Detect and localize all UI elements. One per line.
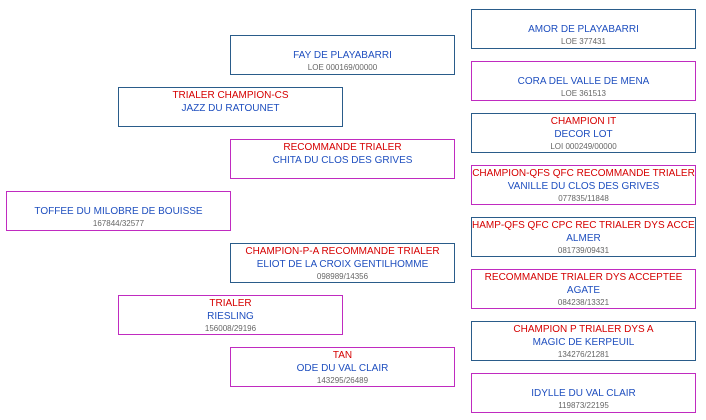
dam-dam-name: ODE DU VAL CLAIR [296, 363, 389, 374]
gg6-registration: 084238/13321 [557, 298, 610, 307]
dam-title: TRIALER [209, 298, 252, 309]
pedigree-gg6-card[interactable]: RECOMMANDE TRIALER DYS ACCEPTEE AGATE 08… [471, 269, 696, 309]
pedigree-dam-dam-card[interactable]: TAN ODE DU VAL CLAIR 143295/26489 [230, 347, 455, 387]
pedigree-sire-sire-card[interactable]: FAY DE PLAYABARRI LOE 000169/00000 [230, 35, 455, 75]
dam-name: RIESLING [207, 311, 254, 322]
gg4-registration: 077835/11848 [558, 194, 609, 203]
sire-name: JAZZ DU RATOUNET [181, 103, 280, 114]
dam-sire-registration: 098989/14356 [316, 272, 369, 281]
gg2-name: CORA DEL VALLE DE MENA [517, 76, 650, 87]
gg5-title: HAMP-QFS QFC CPC REC TRIALER DYS ACCEPTE [472, 220, 696, 231]
sire-title: TRIALER CHAMPION-CS [172, 90, 289, 101]
pedigree-sire-dam-card[interactable]: RECOMMANDE TRIALER CHITA DU CLOS DES GRI… [230, 139, 455, 179]
sire-dam-title: RECOMMANDE TRIALER [283, 142, 402, 153]
pedigree-gg1-card[interactable]: AMOR DE PLAYABARRI LOE 377431 [471, 9, 696, 49]
gg1-registration: LOE 377431 [561, 37, 606, 46]
dam-registration: 156008/29196 [204, 324, 257, 333]
gg7-name: MAGIC DE KERPEUIL [532, 337, 635, 348]
gg2-registration: LOE 361513 [561, 89, 606, 98]
sire-sire-name: FAY DE PLAYABARRI [293, 50, 392, 61]
pedigree-gg4-card[interactable]: CHAMPION-QFS QFC RECOMMANDE TRIALER VANI… [471, 165, 696, 205]
dam-dam-registration: 143295/26489 [316, 376, 369, 385]
subject-name: TOFFEE DU MILOBRE DE BOUISSE [34, 206, 203, 217]
pedigree-subject-card[interactable]: TOFFEE DU MILOBRE DE BOUISSE 167844/3257… [6, 191, 231, 231]
sire-sire-registration: LOE 000169/00000 [307, 63, 378, 72]
pedigree-dam-card[interactable]: TRIALER RIESLING 156008/29196 [118, 295, 343, 335]
gg8-registration: 119873/22195 [558, 401, 609, 410]
gg4-name: VANILLE DU CLOS DES GRIVES [507, 181, 660, 192]
gg5-name: ALMER [566, 233, 601, 244]
sire-dam-name: CHITA DU CLOS DES GRIVES [272, 155, 413, 166]
dam-sire-name: ELIOT DE LA CROIX GENTILHOMME [256, 259, 429, 270]
pedigree-gg5-card[interactable]: HAMP-QFS QFC CPC REC TRIALER DYS ACCEPTE… [471, 217, 696, 257]
gg3-name: DECOR LOT [554, 129, 613, 140]
pedigree-gg3-card[interactable]: CHAMPION IT DECOR LOT LOI 000249/00000 [471, 113, 696, 153]
gg7-registration: 134276/21281 [557, 350, 610, 359]
pedigree-gg8-card[interactable]: IDYLLE DU VAL CLAIR 119873/22195 [471, 373, 696, 413]
gg6-title: RECOMMANDE TRIALER DYS ACCEPTEE [484, 272, 683, 283]
gg3-registration: LOI 000249/00000 [550, 142, 617, 151]
dam-sire-title: CHAMPION-P-A RECOMMANDE TRIALER [245, 246, 440, 257]
subject-registration: 167844/32577 [92, 219, 145, 228]
gg6-name: AGATE [566, 285, 601, 296]
pedigree-sire-card[interactable]: TRIALER CHAMPION-CS JAZZ DU RATOUNET [118, 87, 343, 127]
pedigree-gg7-card[interactable]: CHAMPION P TRIALER DYS A MAGIC DE KERPEU… [471, 321, 696, 361]
gg3-title: CHAMPION IT [550, 116, 617, 127]
gg7-title: CHAMPION P TRIALER DYS A [513, 324, 654, 335]
pedigree-gg2-card[interactable]: CORA DEL VALLE DE MENA LOE 361513 [471, 61, 696, 101]
gg5-registration: 081739/09431 [557, 246, 610, 255]
dam-dam-title: TAN [332, 350, 353, 361]
gg1-name: AMOR DE PLAYABARRI [528, 24, 639, 35]
gg4-title: CHAMPION-QFS QFC RECOMMANDE TRIALER [472, 168, 695, 179]
pedigree-dam-sire-card[interactable]: CHAMPION-P-A RECOMMANDE TRIALER ELIOT DE… [230, 243, 455, 283]
gg8-name: IDYLLE DU VAL CLAIR [531, 388, 636, 399]
